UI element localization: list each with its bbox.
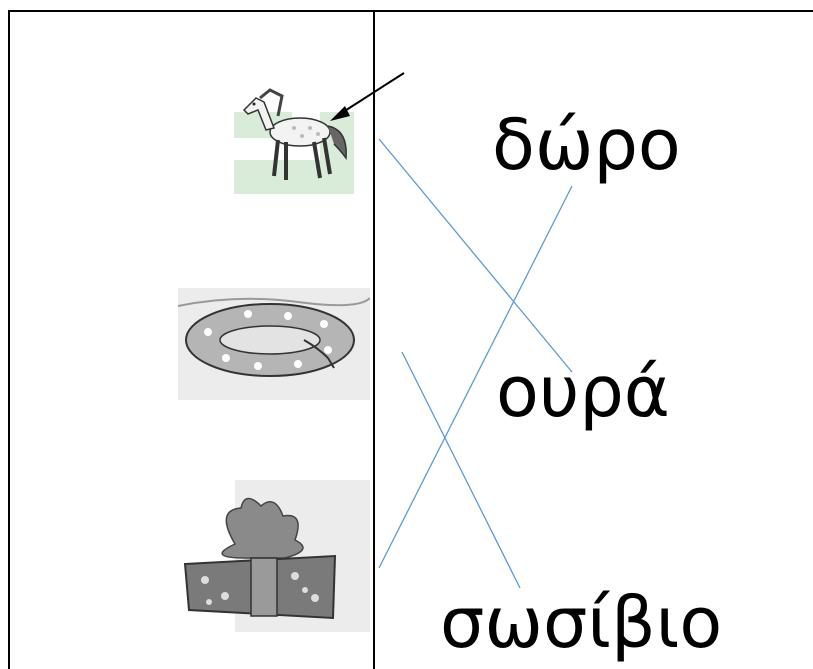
word-sosivio: σωσίβιο <box>440 582 723 664</box>
gift-icon <box>165 480 370 632</box>
table-top-border <box>8 10 813 12</box>
tail-pointer-arrow <box>330 72 405 121</box>
horse-picture <box>230 80 360 196</box>
match-line-horse-to-oura <box>378 138 573 373</box>
word-oura: ουρά <box>496 351 670 433</box>
match-line-gift-to-doro <box>378 185 573 569</box>
table-left-border <box>8 10 10 669</box>
life-ring-icon <box>177 288 371 400</box>
word-doro: δώρο <box>492 104 681 186</box>
horse-icon <box>234 88 354 194</box>
match-line-ring-to-sosivio <box>401 351 521 589</box>
gift-picture <box>165 480 370 632</box>
table-column-divider <box>373 10 375 669</box>
life-ring-picture <box>177 288 371 400</box>
